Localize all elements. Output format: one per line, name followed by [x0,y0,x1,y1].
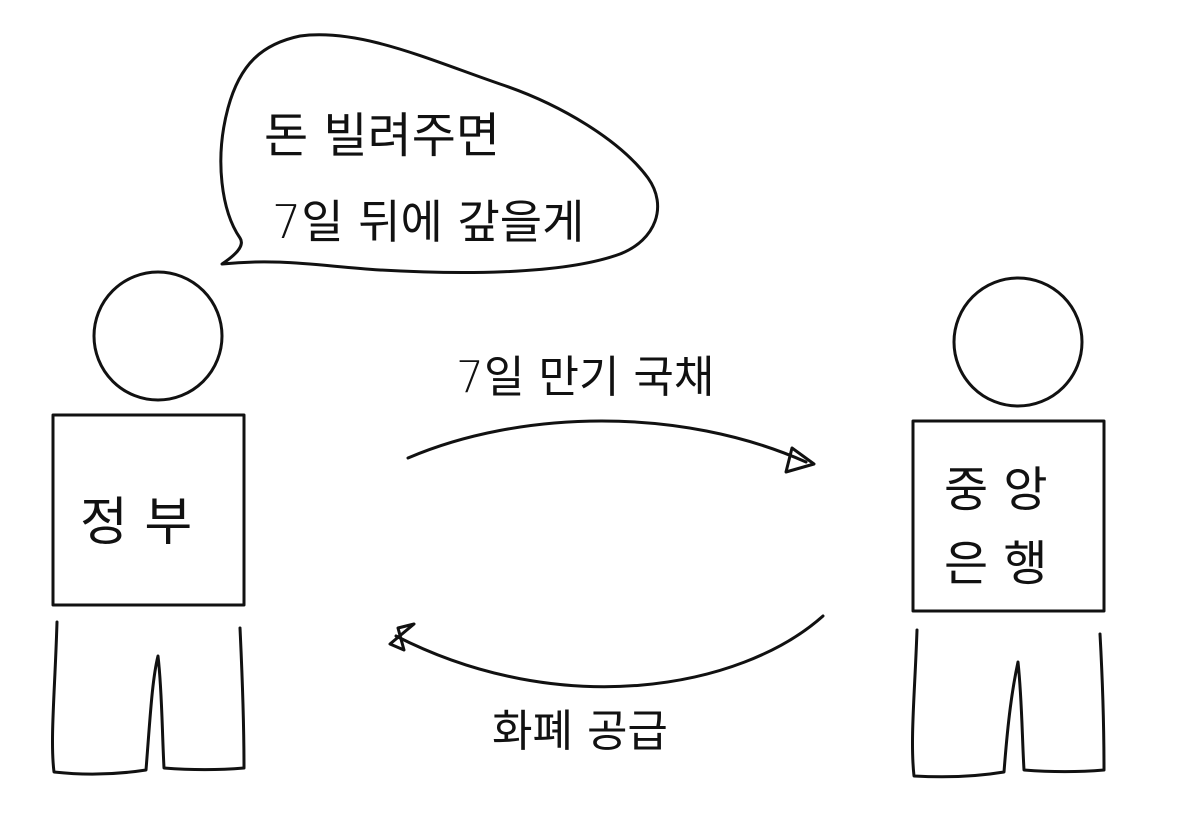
central-bank-figure: 중 앙 은 행 [911,276,1106,779]
central-bank-label-line-2: 은 행 [944,536,1048,592]
speech-bubble-outline [219,33,660,274]
central-bank-head [952,276,1084,408]
government-figure: 정 부 [51,270,246,776]
speech-bubble: 돈 빌려주면 7일 뒤에 갚을게 [219,33,660,274]
arrow-money: 화폐 공급 [388,614,825,757]
speech-line-1: 돈 빌려주면 [264,108,500,164]
arrow-money-label: 화폐 공급 [492,706,668,757]
arrow-bonds-head [784,446,816,474]
arrow-bonds-label: 7일 만기 국채 [456,352,714,403]
arrow-money-curve [394,614,825,689]
government-label: 정 부 [80,493,192,553]
government-head [92,270,224,402]
central-bank-label-line-1: 중 앙 [944,462,1048,518]
speech-line-2: 7일 뒤에 갚을게 [272,195,584,249]
government-legs [51,620,246,776]
government-body [51,413,246,607]
central-bank-body [911,419,1106,613]
central-bank-legs [911,628,1106,779]
arrow-bonds: 7일 만기 국채 [406,352,816,474]
arrow-bonds-curve [406,419,808,464]
arrow-money-head [388,622,416,652]
